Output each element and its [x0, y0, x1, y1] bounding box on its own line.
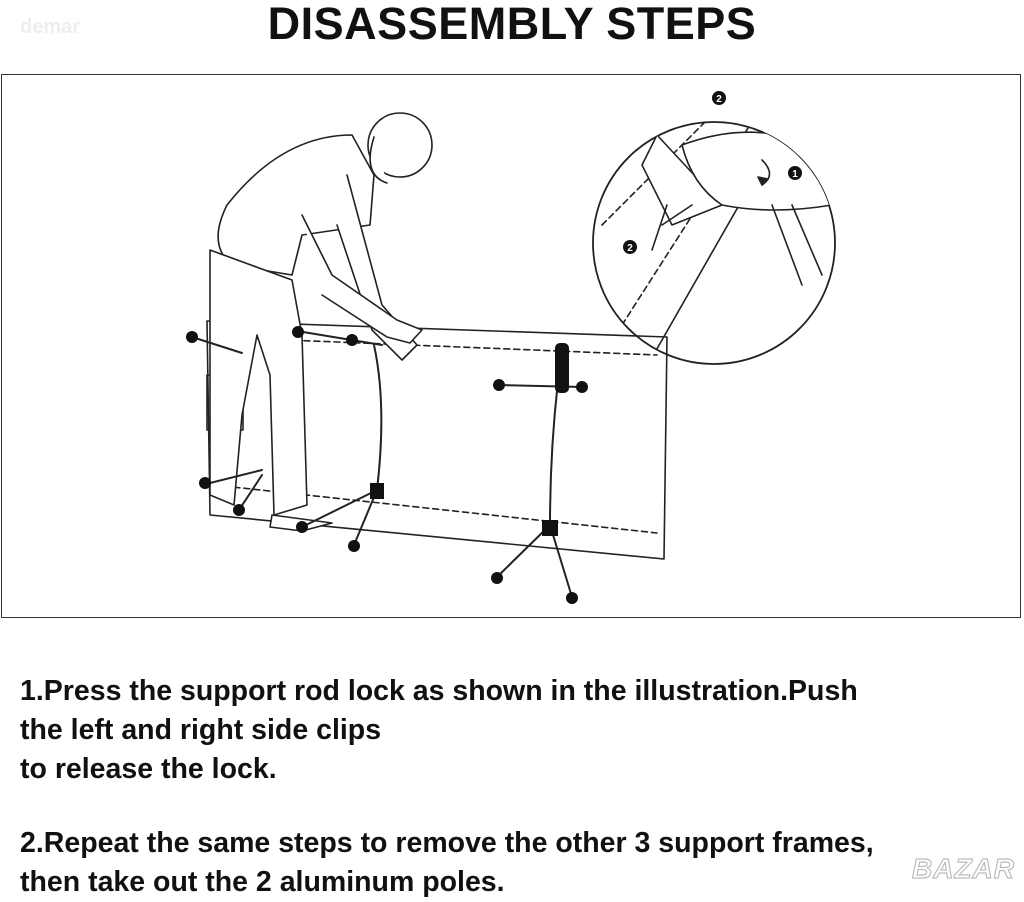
step-2-line-1: 2.Repeat the same steps to remove the ot…: [20, 827, 874, 859]
support-frame-right: [491, 343, 588, 604]
disassembly-illustration: 2 1 2: [186, 91, 836, 604]
support-frame-left: [186, 326, 384, 552]
step-2: 2.Repeat the same steps to remove the ot…: [20, 824, 1020, 902]
callout-number-1: 1: [788, 166, 802, 180]
step-1-line-1: 1.Press the support rod lock as shown in…: [20, 675, 858, 707]
man-figure: [209, 112, 433, 532]
watermark-logo: demar: [20, 16, 81, 38]
illustration-frame: 2 1 2: [1, 74, 1021, 618]
step-2-line-2: then take out the 2 aluminum poles.: [20, 866, 505, 898]
detail-inset: 2 1 2: [592, 91, 836, 365]
step-1: 1.Press the support rod lock as shown in…: [20, 672, 1020, 789]
svg-text:2: 2: [716, 94, 722, 105]
step-1-line-3: to release the lock.: [20, 753, 277, 785]
svg-text:2: 2: [627, 243, 633, 254]
callout-number-2-top: 2: [712, 91, 726, 105]
step-1-line-2: the left and right side clips: [20, 714, 382, 746]
page-title: DISASSEMBLY STEPS: [267, 0, 757, 49]
watermark-bazar-logo: BAZAR: [911, 852, 1015, 884]
instructions: 1.Press the support rod lock as shown in…: [20, 672, 1020, 902]
svg-text:1: 1: [792, 169, 798, 180]
callout-number-2-bottom: 2: [623, 240, 637, 254]
